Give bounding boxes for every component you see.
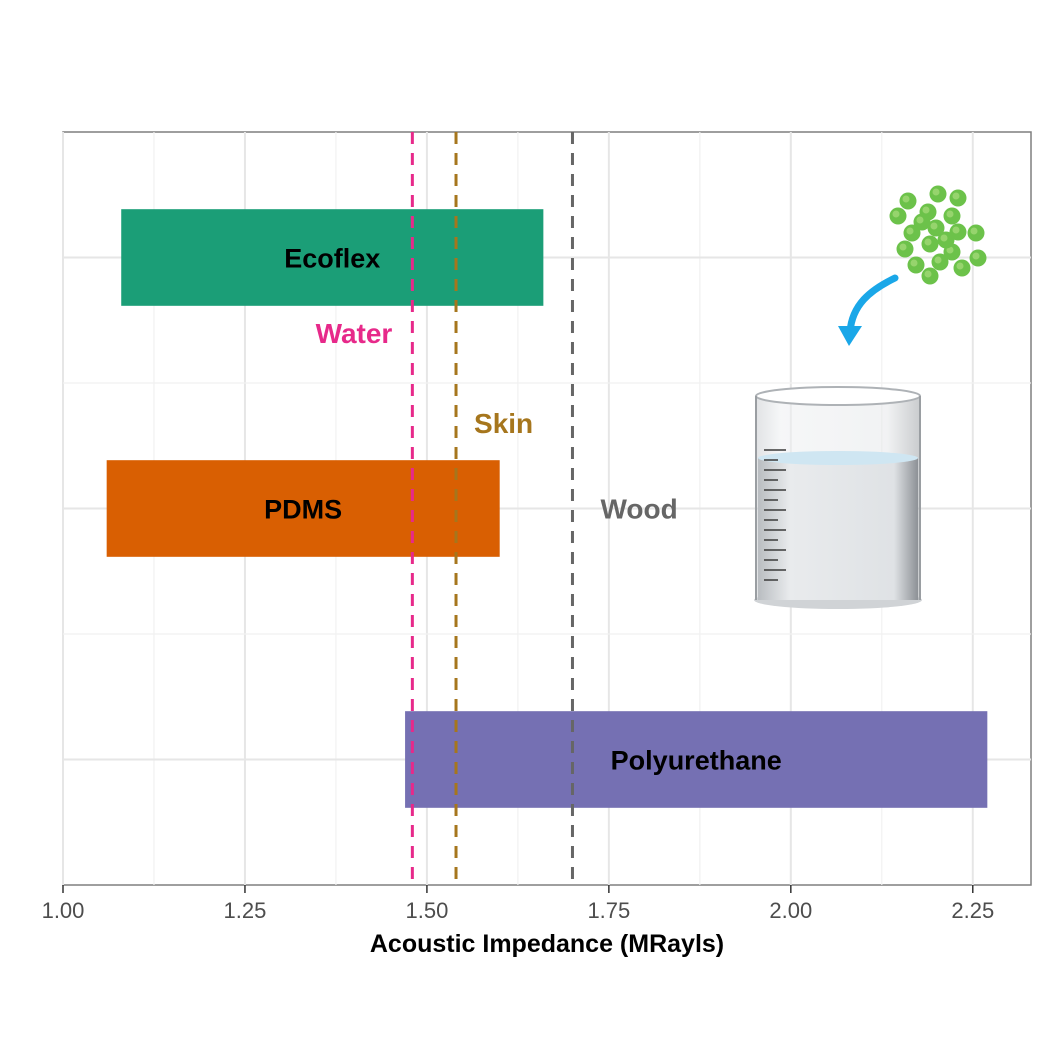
x-tick-label: 1.50 [405,898,448,923]
particle-highlight [924,270,932,278]
particle-highlight [952,192,960,200]
beaker-illustration [754,185,987,609]
bar-label-polyurethane: Polyurethane [611,746,782,776]
particle-highlight [930,222,938,230]
particles-icon [889,185,987,285]
ref-label-water: Water [316,318,393,349]
particle-highlight [952,226,960,234]
x-tick-label: 2.00 [769,898,812,923]
x-tick-label: 1.00 [42,898,85,923]
ref-label-wood: Wood [600,494,677,525]
bar-label-ecoflex: Ecoflex [284,244,380,274]
x-tick-label: 2.25 [951,898,994,923]
particle-highlight [940,234,948,242]
particle-highlight [932,188,940,196]
particle-highlight [970,227,978,235]
particle-highlight [906,227,914,235]
bar-polyurethane [405,711,988,808]
x-axis-title: Acoustic Impedance (MRayls) [370,930,724,958]
particle-highlight [892,210,900,218]
particle-highlight [899,243,907,251]
particle-highlight [946,210,954,218]
beaker-graduations [764,449,786,581]
particle-highlight [910,259,918,267]
particle-highlight [902,195,910,203]
x-tick-label: 1.25 [224,898,267,923]
particle-highlight [946,246,954,254]
particle-highlight [922,206,930,214]
particle-highlight [916,216,924,224]
particle-highlight [934,256,942,264]
bar-pdms [106,460,500,557]
bar-ecoflex [121,209,544,306]
particle-highlight [956,262,964,270]
arrow-head-icon [838,326,862,346]
x-tick-label: 1.75 [587,898,630,923]
beaker-icon [754,386,922,609]
curved-arrow-icon [846,274,899,336]
ref-label-skin: Skin [474,408,533,439]
particle-highlight [924,238,932,246]
bar-label-pdms: PDMS [264,495,342,525]
particle-highlight [972,252,980,260]
